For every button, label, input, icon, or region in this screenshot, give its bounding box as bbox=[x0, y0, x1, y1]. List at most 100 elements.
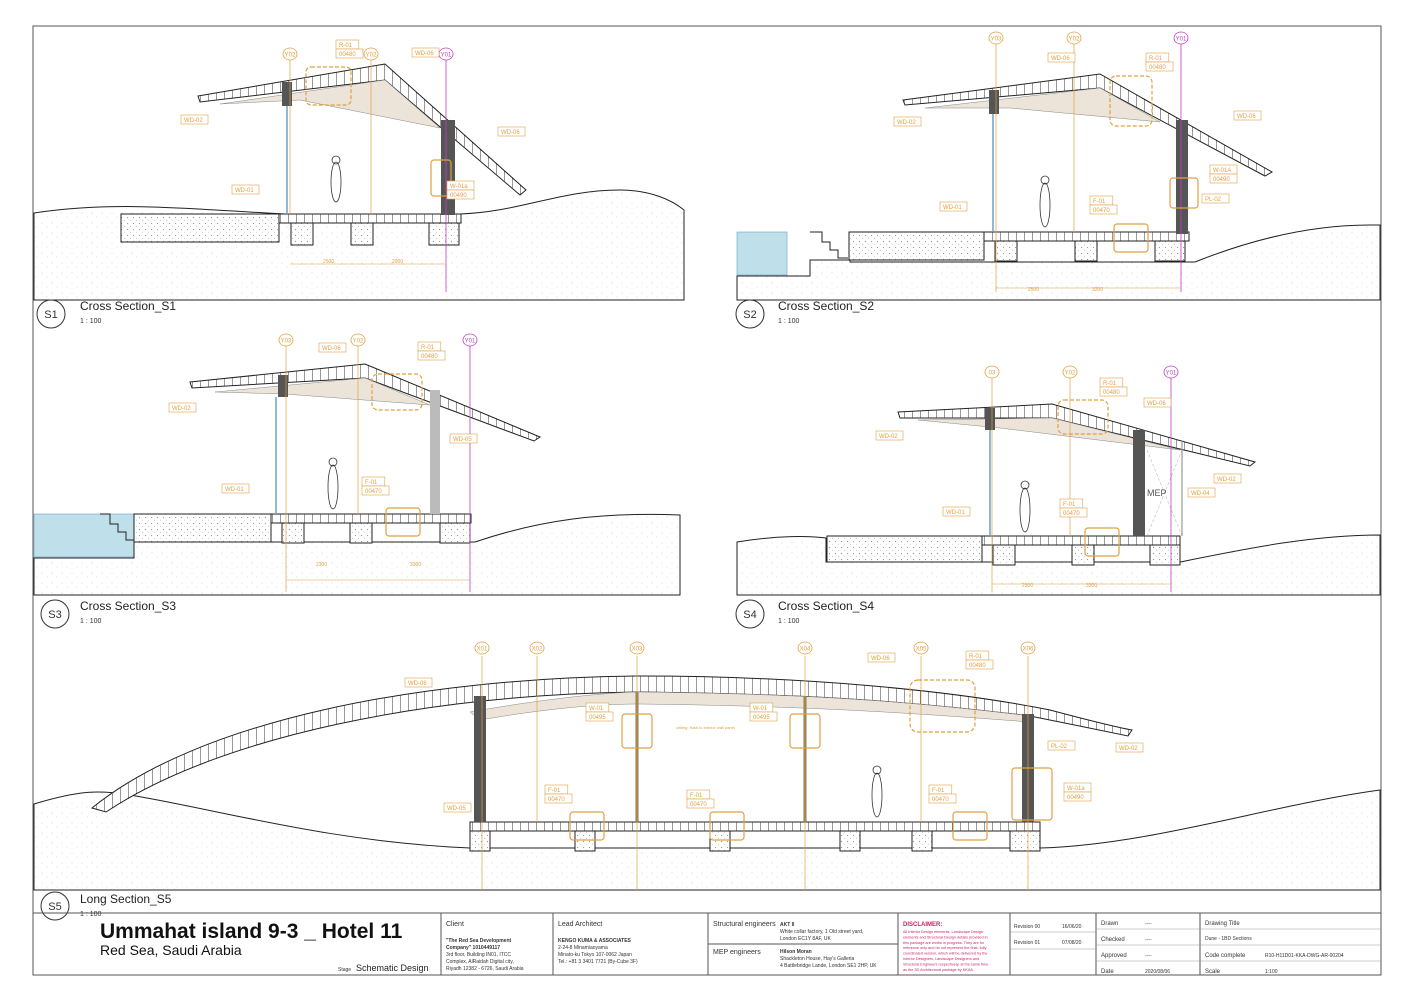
mep-heading: MEP engineers bbox=[713, 949, 761, 956]
roof-tag-s5-code: 00480 bbox=[969, 663, 986, 669]
grid-bubble bbox=[984, 365, 1000, 379]
approval-label: Drawn bbox=[1101, 921, 1118, 927]
section-title: Cross Section_S2 bbox=[778, 299, 874, 313]
roof-tag-s1: R-01 bbox=[339, 43, 353, 49]
section-title: Cross Section_S3 bbox=[80, 599, 176, 613]
section-title: Cross Section_S1 bbox=[80, 299, 176, 313]
pl-tag: PL-02 bbox=[1205, 197, 1222, 203]
structural-heading: Structural engineers bbox=[713, 921, 776, 928]
grid-label: X03 bbox=[632, 647, 643, 653]
disclaimer-line: Structural Engineers respectively, at th… bbox=[903, 962, 988, 966]
project-title: Ummahat island 9-3 _ Hotel 11 bbox=[100, 920, 403, 943]
floor-s1 bbox=[278, 213, 462, 224]
section-tag-s1 bbox=[36, 299, 66, 329]
deck-tag: WD-01 bbox=[943, 205, 962, 211]
grid-label: X04 bbox=[800, 647, 811, 653]
wd-tag: WD-06 bbox=[1051, 56, 1070, 62]
wd-tag: WD-04 bbox=[1191, 491, 1210, 497]
deck-tag: WD-01 bbox=[946, 510, 965, 516]
mep-line: Shackleton House, Hay's Galleria bbox=[780, 956, 855, 962]
architect-line: Minato-ku Tokyo 107-0062 Japan bbox=[558, 952, 632, 958]
dimension: 3300 bbox=[1086, 583, 1097, 589]
floor-tag-s4-code: 00470 bbox=[1063, 511, 1080, 517]
floor-tag-s3-code: 00470 bbox=[365, 489, 382, 495]
grid-bubble bbox=[629, 641, 645, 655]
structural-name: AKT II bbox=[780, 922, 795, 928]
approval-label: Date bbox=[1101, 969, 1114, 975]
mep-label: MEP bbox=[1147, 488, 1167, 498]
grid-bubble bbox=[282, 47, 298, 61]
grid-label: X05 bbox=[916, 647, 927, 653]
wd-tag: WD-02 bbox=[879, 434, 898, 440]
disclaimer-line: coordinated version, which will be deliv… bbox=[903, 952, 987, 956]
roof-s1 bbox=[197, 63, 527, 196]
grid-label: 03 bbox=[989, 371, 996, 377]
roof-tag-s2-code: 00480 bbox=[1149, 65, 1166, 71]
floor-tag-s5-code: 00470 bbox=[690, 802, 707, 808]
revision-date: 16/06/20 bbox=[1062, 924, 1082, 930]
wd-tag: WD-06 bbox=[1147, 401, 1166, 407]
floor-tag-s5: F-01 bbox=[932, 788, 945, 794]
roof-tag-s4: R-01 bbox=[1103, 381, 1117, 387]
wd-tag: WD-06 bbox=[322, 346, 341, 352]
approval-label: Checked bbox=[1101, 937, 1125, 943]
grid-bubble bbox=[350, 333, 366, 347]
grid-label: Y03 bbox=[281, 339, 292, 345]
wd-tag: WD-05 bbox=[447, 806, 466, 812]
ground-s2 bbox=[736, 224, 1381, 301]
roof-tag-s3-code: 00480 bbox=[421, 354, 438, 360]
client-heading: Client bbox=[446, 921, 464, 928]
dimension: 2500 bbox=[323, 259, 334, 265]
section-tag-label: S4 bbox=[743, 609, 756, 621]
grid-bubble bbox=[529, 641, 545, 655]
dimension: 2300 bbox=[316, 562, 327, 568]
grid-bubble bbox=[474, 641, 490, 655]
drawing-label: Scale bbox=[1205, 969, 1221, 975]
drawing-value: Dune - 1BD Sections bbox=[1205, 936, 1252, 942]
grid-label: X02 bbox=[532, 647, 543, 653]
dimension: 3200 bbox=[1092, 287, 1103, 293]
grid-label: Y02 bbox=[1065, 371, 1076, 377]
wd-tag: WD-02 bbox=[897, 120, 916, 126]
section-tag-label: S2 bbox=[743, 309, 756, 321]
disclaimer-line: as the 3D Architectural package by KKAA. bbox=[903, 968, 974, 972]
grid-label: Y01 bbox=[441, 53, 452, 59]
client-line: "The Red Sea Development bbox=[446, 938, 512, 944]
title-block bbox=[33, 912, 1381, 975]
grid-bubble bbox=[462, 333, 478, 347]
grid-label: Y01 bbox=[465, 339, 476, 345]
drawing-label: Drawing Title bbox=[1205, 921, 1240, 927]
grid-label: Y02 bbox=[353, 339, 364, 345]
wd-tag: WD-02 bbox=[172, 406, 191, 412]
water-s2 bbox=[736, 231, 788, 276]
grid-label: Y01 bbox=[1166, 371, 1177, 377]
client-line: 3rd floor, Building IN01, ITCC bbox=[446, 952, 511, 958]
disclaimer-line: All Interior Design elements, Landscape … bbox=[903, 930, 983, 934]
section-scale: 1 : 100 bbox=[80, 318, 102, 325]
wall-tag-s1-code: 00490 bbox=[450, 193, 467, 199]
grid-label: Y03 bbox=[991, 37, 1002, 43]
disclaimer-line: this package are works in progress. They… bbox=[903, 941, 985, 945]
grid-label: X06 bbox=[1023, 647, 1034, 653]
section-scale: 1 : 100 bbox=[778, 318, 800, 325]
wd-tag: WD-06 bbox=[871, 656, 890, 662]
deck-s1 bbox=[120, 213, 280, 243]
grid-label: Y02 bbox=[366, 53, 377, 59]
section-scale: 1 : 100 bbox=[80, 618, 102, 625]
roof-tag-s1-code: 00480 bbox=[339, 52, 356, 58]
roof-tag-s3: R-01 bbox=[421, 345, 435, 351]
grid-label: X01 bbox=[477, 647, 488, 653]
grid-bubble bbox=[1066, 31, 1082, 45]
deck-tag: WD-01 bbox=[235, 188, 254, 194]
wd-tag: WD-02 bbox=[184, 118, 203, 124]
section-tag-label: S3 bbox=[48, 609, 61, 621]
approval-value: ---- bbox=[1145, 921, 1152, 927]
dimension: 2500 bbox=[1028, 287, 1039, 293]
architect-line: Tel.: +81 3 3401 7721 (By-Cube 3F) bbox=[558, 959, 638, 965]
section-s2 bbox=[735, 44, 1381, 329]
wall-tag-s5-code: 00495 bbox=[753, 715, 770, 721]
grid-label: Y01 bbox=[1176, 37, 1187, 43]
grid-label: Y02 bbox=[285, 53, 296, 59]
floor-tag-s4: F-01 bbox=[1063, 502, 1076, 508]
